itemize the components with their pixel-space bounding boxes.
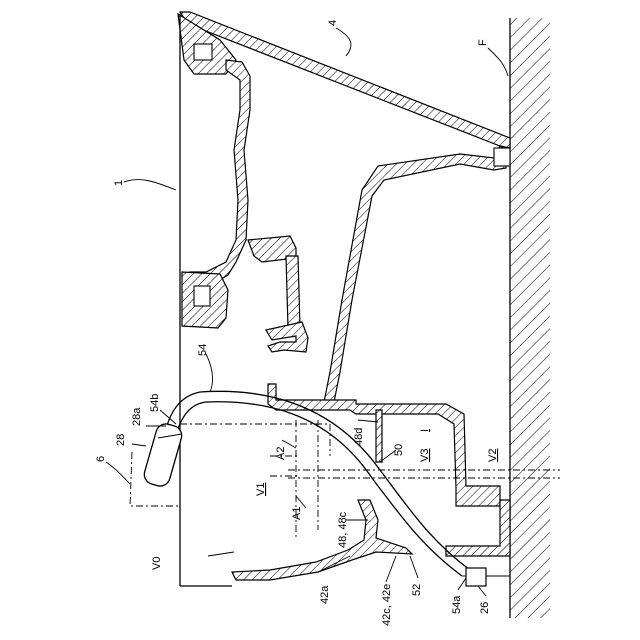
label-54a: 54a — [451, 595, 463, 614]
label-28a: 28a — [131, 407, 143, 426]
label-42c-42e: 42c, 42e — [381, 584, 393, 626]
label-28: 28 — [115, 434, 127, 446]
label-52: 52 — [411, 584, 423, 596]
label-F: F — [477, 39, 489, 46]
label-6: 6 — [95, 456, 107, 462]
label-A2: A2 — [275, 447, 287, 460]
label-V2: V2 — [487, 449, 499, 462]
label-26: 26 — [479, 602, 491, 614]
label-I: I — [419, 429, 431, 432]
label-50: 50 — [393, 444, 405, 456]
floor — [510, 18, 550, 618]
label-48d: 48d — [353, 428, 365, 446]
label-42a: 42a — [319, 585, 331, 604]
label-4: 4 — [327, 20, 339, 26]
label-V1: V1 — [255, 483, 267, 496]
toilet-body — [178, 12, 510, 580]
nozzle — [142, 422, 184, 489]
label-V0: V0 — [151, 557, 163, 570]
label-54b: 54b — [149, 394, 161, 412]
label-V3: V3 — [419, 449, 431, 462]
label-54: 54 — [197, 344, 209, 356]
label-A1: A1 — [291, 507, 303, 520]
label-1: 1 — [113, 180, 125, 186]
part-26-box — [466, 568, 486, 586]
label-48-48c: 48, 48c — [337, 511, 349, 548]
